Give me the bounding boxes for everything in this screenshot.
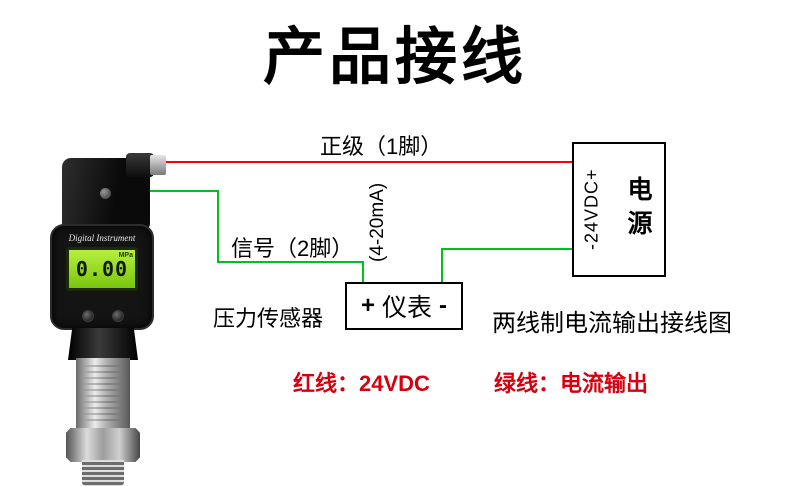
green-wire-legend: 绿线：电流输出	[494, 371, 649, 396]
lcd-screen: 0.00 MPa	[66, 247, 138, 291]
meter-box: + 仪表 -	[345, 282, 463, 330]
brand-label: Digital Instrument	[68, 233, 136, 243]
threaded-connector	[82, 460, 124, 486]
hex-nut	[66, 428, 140, 462]
display-module: Digital Instrument 0.00 MPa	[50, 224, 154, 330]
meter-minus-terminal: -	[439, 292, 447, 319]
power-supply-name: 电源	[624, 175, 652, 244]
signal-wire-green-v1	[217, 190, 219, 263]
etched-marking	[82, 365, 122, 423]
upper-hex-section	[68, 328, 138, 360]
page-title: 产品接线	[262, 23, 527, 92]
pressure-transmitter-photo: Digital Instrument 0.00 MPa	[42, 145, 178, 486]
device-button-left-icon	[82, 310, 94, 322]
signal-wire-green-h1	[149, 190, 219, 192]
connector-screw-icon	[100, 188, 111, 199]
positive-pin-label: 正级（1脚）	[320, 134, 443, 159]
return-wire-green-h	[441, 248, 574, 250]
return-wire-green-v	[441, 248, 443, 284]
meter-plus-terminal: +	[361, 292, 376, 319]
steel-body	[76, 358, 130, 430]
signal-pin-label: 信号（2脚）	[231, 236, 354, 261]
signal-wire-green-h2	[217, 261, 364, 263]
signal-wire-green-v2	[362, 261, 364, 284]
two-wire-caption: 两线制电流输出接线图	[492, 310, 732, 337]
pressure-sensor-label: 压力传感器	[213, 306, 324, 331]
meter-name: 仪表	[382, 294, 433, 322]
cable-gland-nut	[150, 155, 166, 175]
positive-wire-red	[150, 161, 574, 163]
red-wire-legend: 红线：24VDC	[293, 371, 430, 396]
lcd-unit: MPa	[118, 252, 133, 259]
current-loop-label: (4-20mA)	[367, 182, 388, 262]
power-rail-label: -24VDC+	[581, 168, 602, 251]
power-supply-box: -24VDC+ 电源	[572, 142, 666, 277]
device-button-right-icon	[112, 310, 124, 322]
cable-gland	[126, 153, 154, 177]
lcd-value: 0.00	[75, 257, 129, 281]
